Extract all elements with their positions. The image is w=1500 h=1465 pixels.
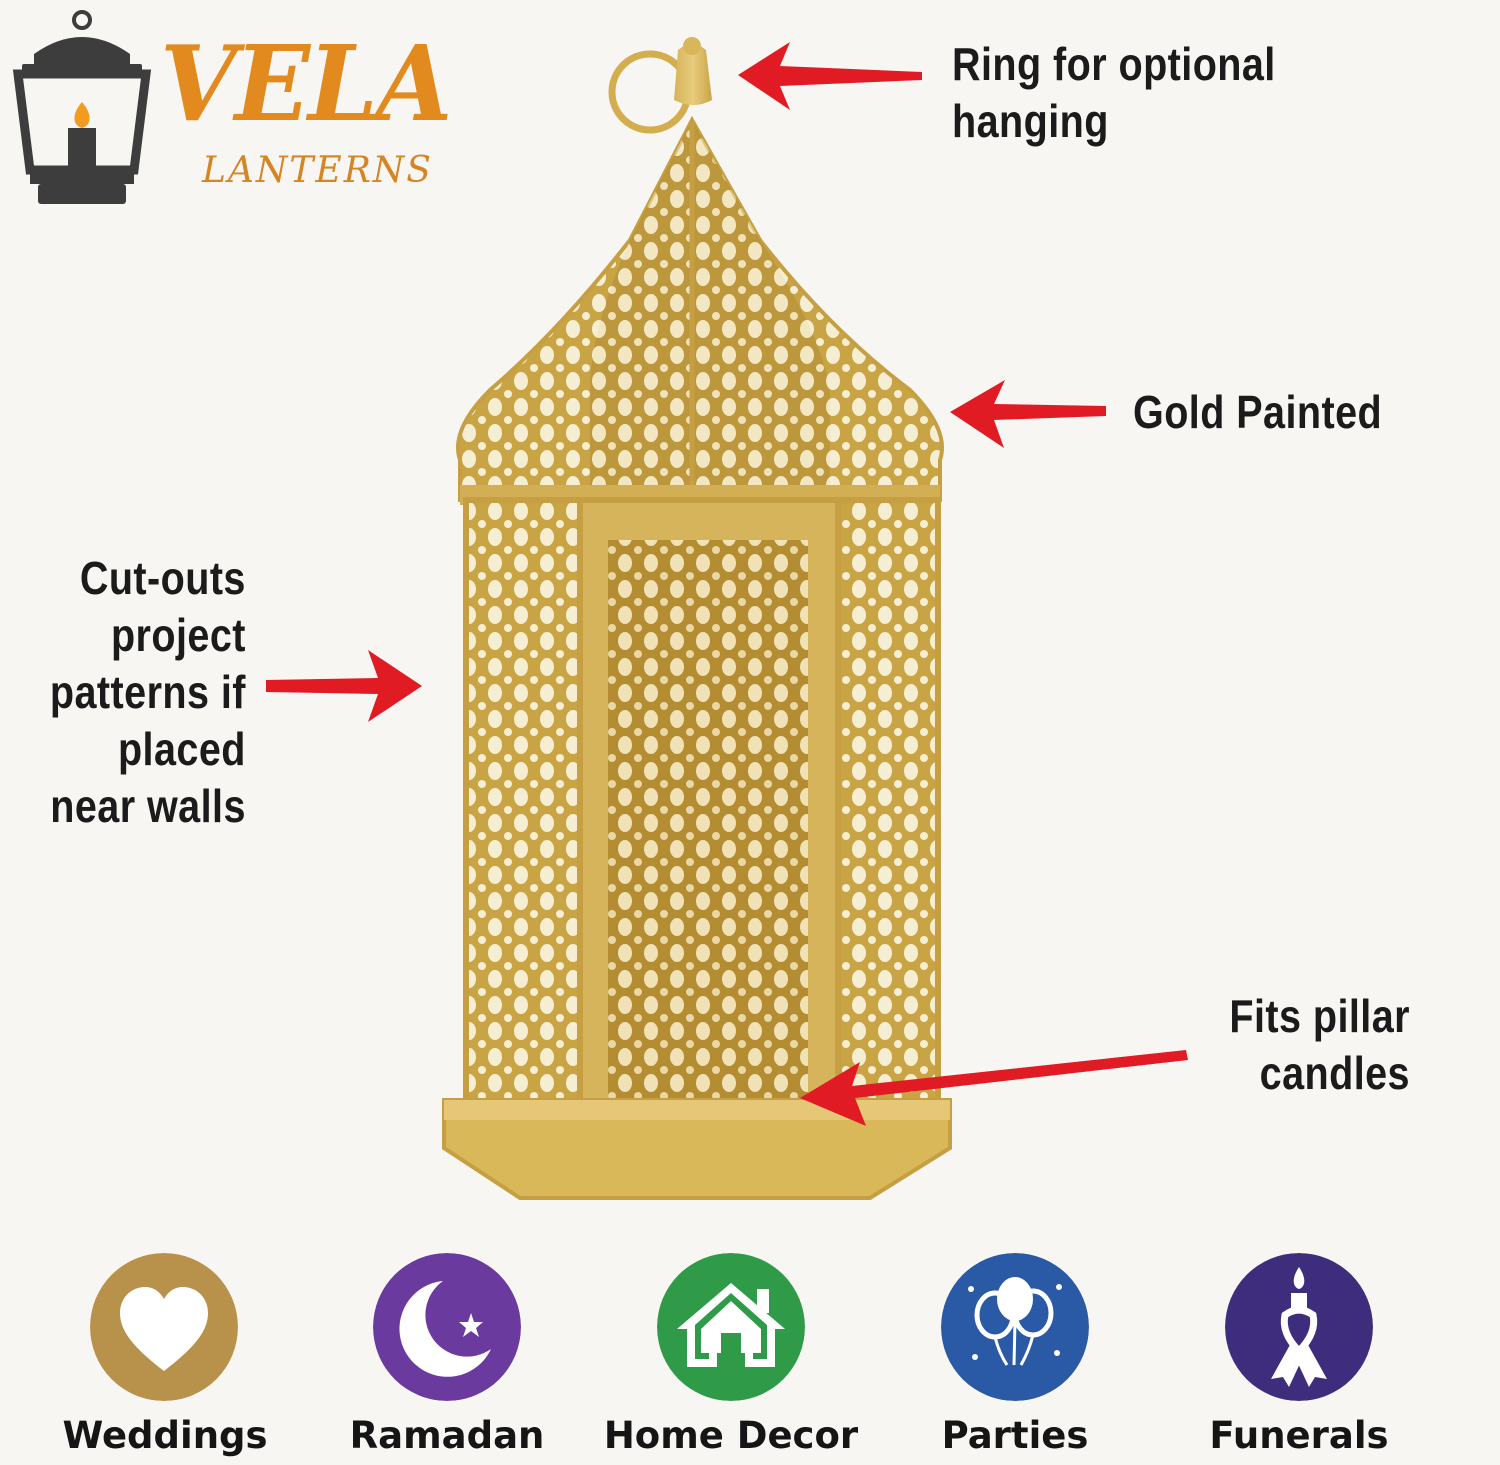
use-case-label-home-decor: Home Decor [603,1414,859,1457]
lantern-product-image [442,37,952,1200]
use-case-label-parties: Parties [941,1414,1089,1457]
callout-ring-line-2: hanging [952,95,1109,147]
use-case-parties [941,1253,1089,1406]
brand-logo: VELA LANTERNS [0,0,460,210]
callout-cutouts: Cut-outs project patterns if placed near… [50,550,246,835]
arrow-gold-icon [950,380,1106,448]
lantern-logo-icon [12,10,152,204]
use-case-label-funerals: Funerals [1209,1414,1389,1457]
use-case-weddings [90,1253,238,1406]
use-case-label-weddings: Weddings [62,1414,268,1457]
heart-icon [90,1253,238,1401]
callout-ring-line-1: Ring for optional [952,38,1276,90]
use-case-home-decor [657,1253,805,1406]
arrow-cutouts-icon [266,650,422,722]
arrow-ring-icon [738,42,922,110]
callout-arrows [266,42,1188,1126]
callout-cutouts-line-4: placed [118,723,246,775]
callout-gold-line-1: Gold Painted [1133,386,1383,438]
use-case-label-ramadan: Ramadan [349,1414,545,1457]
use-case-ramadan [373,1253,521,1406]
brand-name: VELA [160,22,452,145]
house-icon [657,1253,805,1401]
use-case-funerals [1225,1253,1373,1406]
callout-pillar: Fits pillar candles [1229,988,1410,1102]
callout-pillar-line-1: Fits pillar [1229,990,1410,1042]
brand-subtitle: LANTERNS [202,150,433,191]
candle-ribbon-icon [1225,1253,1373,1401]
callout-ring: Ring for optional hanging [952,36,1276,150]
arrow-pillar-icon [800,1050,1188,1126]
callout-cutouts-line-2: project [111,609,246,661]
crescent-star-icon [373,1253,521,1401]
balloons-icon [941,1253,1089,1401]
callout-cutouts-line-1: Cut-outs [79,552,246,604]
callout-gold: Gold Painted [1133,384,1382,441]
callout-pillar-line-2: candles [1259,1047,1410,1099]
callout-cutouts-line-3: patterns if [50,666,246,718]
callout-cutouts-line-5: near walls [50,780,247,832]
